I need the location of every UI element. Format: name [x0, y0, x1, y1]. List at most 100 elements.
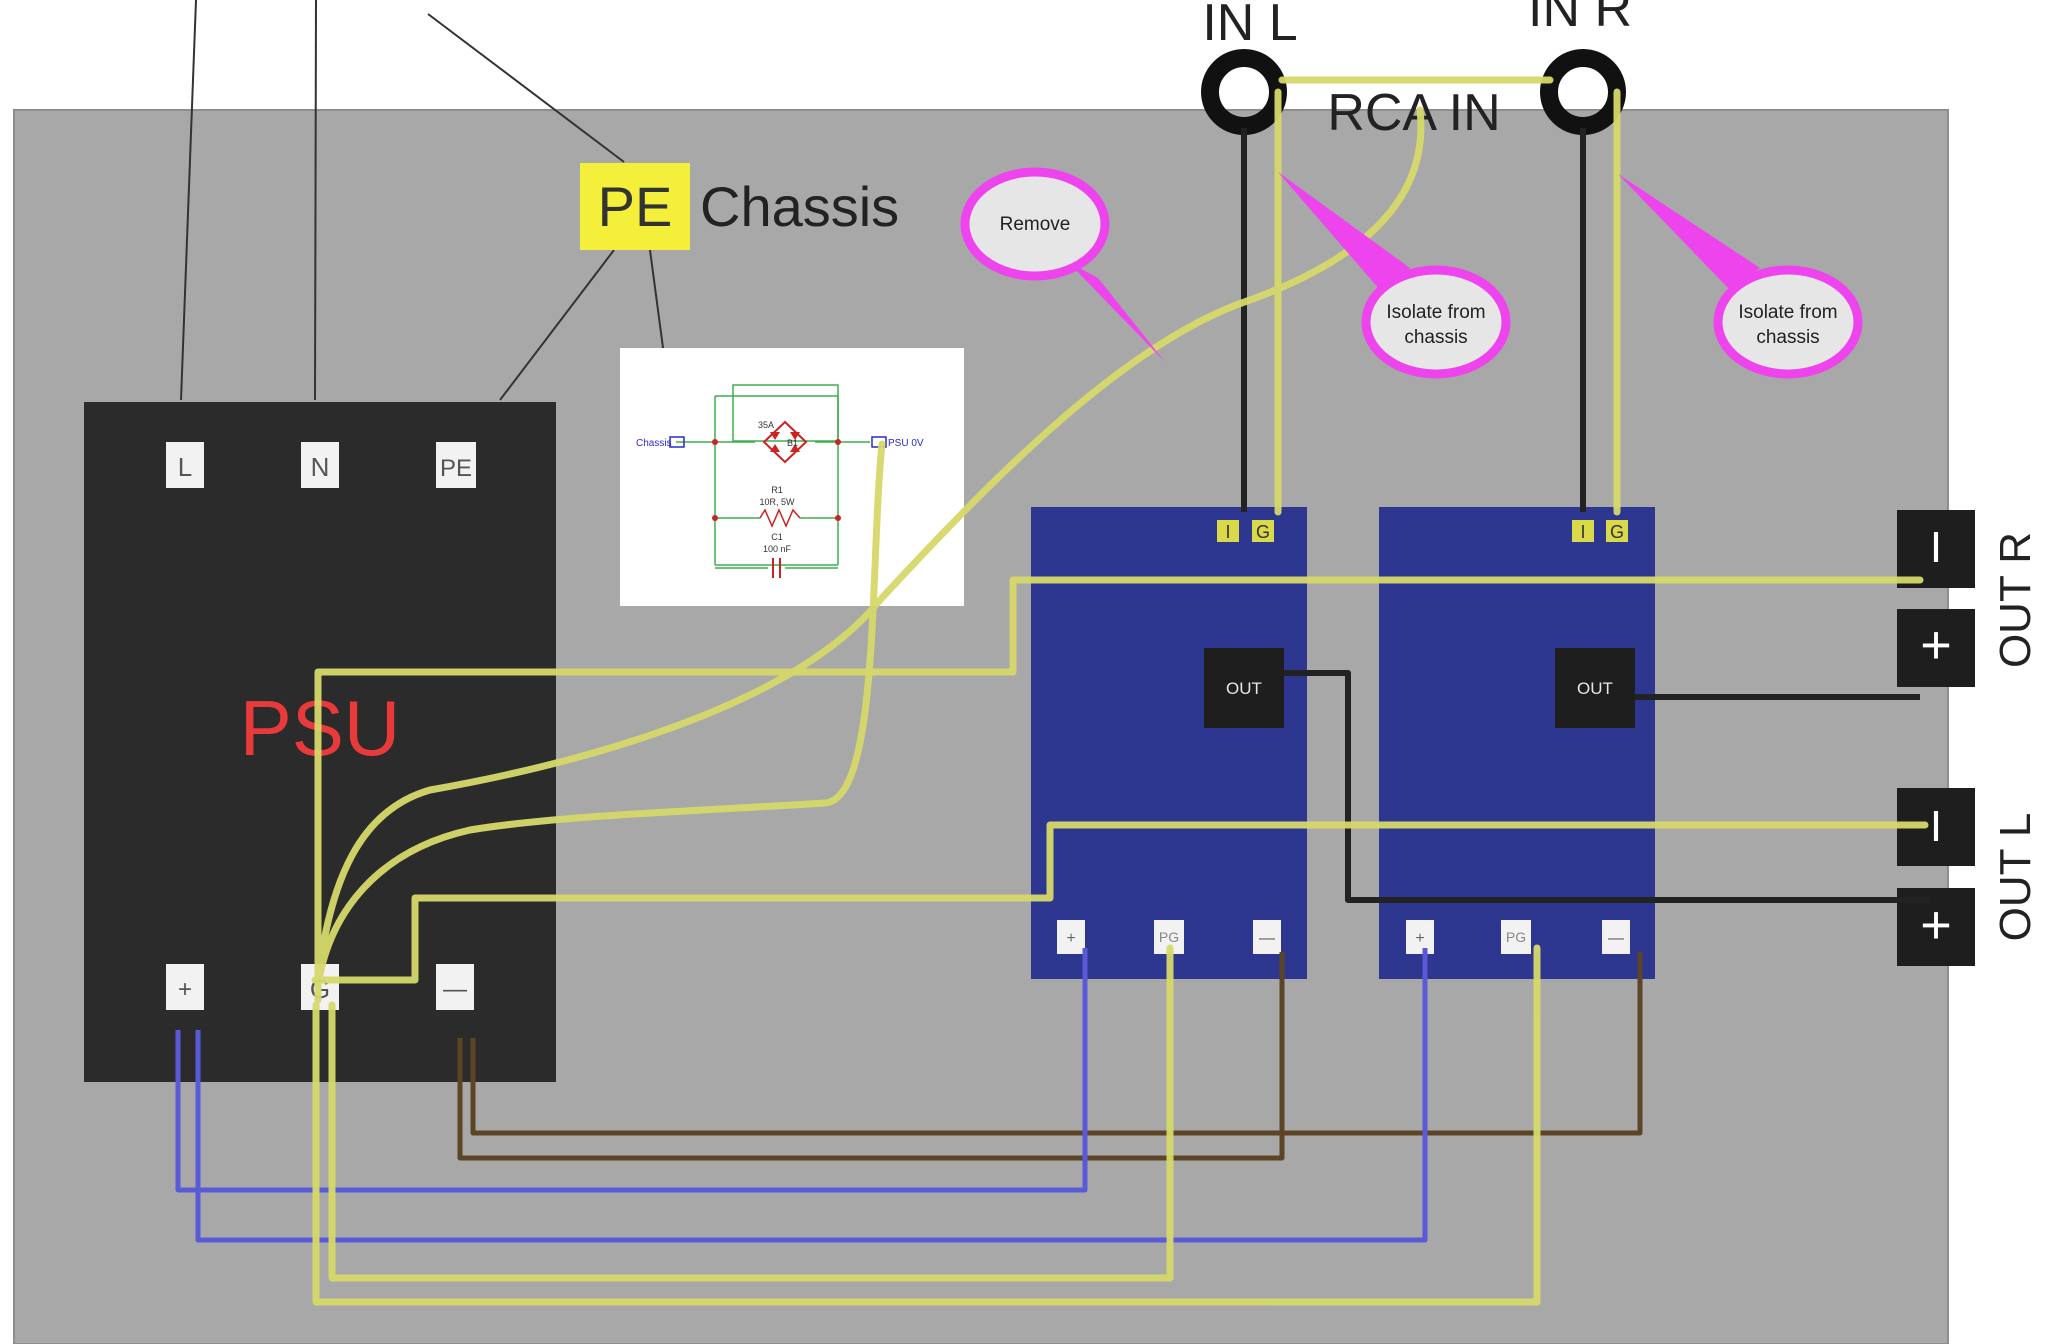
callout-remove-text: Remove — [1000, 214, 1071, 235]
amp-left-in-i — [1217, 520, 1239, 542]
bridge-rectifier-symbol — [762, 420, 808, 464]
schematic-chassis-label: Chassis — [636, 438, 672, 449]
psu-terminal-l-label: L — [178, 452, 192, 482]
rca-jack-right-center — [1569, 78, 1597, 106]
callout-isolate-left-line1: Isolate from — [1386, 302, 1485, 323]
wire-amp-left-out — [1284, 670, 1930, 903]
chassis-text: Chassis — [700, 175, 899, 238]
amp-left-out — [1204, 648, 1284, 728]
schematic-traces — [676, 384, 870, 569]
wire-psu-minus-to-amp-left — [457, 952, 1285, 1161]
amp-right-pin-pg — [1501, 920, 1531, 954]
amp-left-in-i-label: I — [1225, 522, 1230, 542]
chassis-port-symbol — [669, 436, 685, 448]
in-r-label: IN R — [1528, 0, 1632, 38]
psu-terminal-l — [166, 442, 204, 488]
amp-left-pin-plus — [1057, 920, 1085, 954]
psu-terminal-minus — [436, 964, 474, 1010]
schematic-nodes — [712, 439, 841, 521]
out-l-label: OUT L — [1991, 813, 2040, 942]
bridge-diodes — [770, 432, 800, 452]
wire-psu-g-to-out-l — [311, 821, 1929, 984]
amp-right-in-i-label: I — [1580, 522, 1585, 542]
rca-inputs: IN L IN R RCA IN — [1201, 0, 1632, 142]
psu-terminal-pe-label: PE — [440, 455, 472, 482]
amp-right-pin-plus-label: + — [1415, 930, 1424, 947]
amp-right-pin-pg-label: PG — [1506, 929, 1526, 945]
amp-left-body — [1031, 507, 1307, 979]
psu-terminal-n-label: N — [311, 452, 330, 482]
wire-psu-plus-to-amp-left — [175, 948, 1088, 1193]
pe-box-text: PE — [598, 175, 673, 238]
callout-isolate-right-bubble — [1713, 265, 1863, 379]
callout-isolate-right-line2: chassis — [1756, 327, 1819, 348]
amp-left-pin-pg-label: PG — [1159, 929, 1179, 945]
out-r-terminal-plus — [1897, 609, 1975, 687]
wire-psu-g-to-out-r — [314, 576, 1924, 1004]
callout-isolate-left-bubble — [1361, 265, 1511, 379]
schematic-r-value: 10R, 5W — [759, 497, 795, 507]
psu-terminal-pe — [436, 442, 476, 488]
out-l-terminal-plus-label: + — [1920, 895, 1952, 955]
wires-black — [1241, 128, 1930, 903]
schematic-bridge-rating: 35A — [758, 420, 774, 430]
wire-rca-to-psu-ground-removed — [314, 106, 1425, 984]
out-r-terminal-i-label: I — [1930, 523, 1942, 572]
pe-box — [580, 163, 690, 250]
callout-isolate-right-pointer — [1618, 174, 1760, 290]
amp-left-out-label: OUT — [1226, 679, 1262, 698]
amp-right-in-g-label: G — [1610, 522, 1624, 542]
schematic-c-ref: C1 — [771, 532, 783, 542]
callout-isolate-right-line1: Isolate from — [1738, 302, 1837, 323]
amp-left-pin-minus-label: — — [1259, 930, 1275, 947]
schematic-psu0v-label: PSU 0V — [888, 438, 924, 449]
amp-right-out-label: OUT — [1577, 679, 1613, 698]
amp-right-in-i — [1572, 520, 1594, 542]
ground-loop-breaker-schematic: Chassis PSU 0V 35A B1 R1 10R, 5W C1 100 … — [620, 348, 964, 606]
amp-left-pin-plus-label: + — [1066, 930, 1075, 947]
pe-chassis-label: PE Chassis — [580, 163, 899, 250]
wire-psu-g-to-amp-right-pg — [312, 944, 1541, 1306]
callout-isolate-left: Isolate from chassis — [1278, 172, 1511, 379]
wires-blue — [175, 948, 1428, 1243]
wire-psu-g-to-amp-left-pg — [328, 944, 1174, 1282]
in-l-label: IN L — [1202, 0, 1297, 52]
out-r-terminal-plus-label: + — [1920, 615, 1952, 675]
callout-remove-bubble — [960, 167, 1110, 281]
amp-right-out — [1555, 648, 1635, 728]
rca-in-label: RCA IN — [1327, 84, 1500, 142]
wire-schematic-to-psu-ground — [314, 440, 886, 989]
schematic-bridge-ref: B1 — [787, 438, 798, 448]
psu-terminal-plus-label: + — [178, 976, 192, 1003]
callout-isolate-left-pointer — [1278, 172, 1410, 290]
rca-jack-left-center — [1230, 78, 1258, 106]
schematic-r-ref: R1 — [771, 485, 783, 495]
wires-brown — [457, 952, 1643, 1161]
wire-psu-plus-to-amp-right — [195, 948, 1428, 1243]
amp-left-in-g — [1252, 520, 1274, 542]
psu-terminal-minus-label: — — [443, 976, 467, 1003]
out-l-terminal-i-label: I — [1930, 802, 1942, 851]
amp-right-pin-plus — [1406, 920, 1434, 954]
amp-left-pin-minus — [1253, 920, 1281, 954]
psu-terminal-plus — [166, 964, 204, 1010]
out-r-label: OUT R — [1991, 532, 2040, 668]
psu-terminal-n — [301, 442, 339, 488]
callout-remove: Remove — [960, 167, 1165, 362]
resistor-symbol — [759, 508, 801, 528]
wires-yellow — [311, 76, 1929, 1306]
amp-left-in-g-label: G — [1256, 522, 1270, 542]
callout-remove-pointer — [1068, 262, 1165, 362]
out-r-terminal-i — [1897, 510, 1975, 588]
schematic-card — [620, 348, 964, 606]
callout-isolate-right: Isolate from chassis — [1618, 174, 1863, 379]
output-terminals: I + I + OUT R OUT L — [1897, 510, 2040, 966]
amp-module-left: I G OUT + PG — — [1031, 507, 1307, 979]
capacitor-symbol — [772, 558, 781, 578]
amp-right-pin-minus-label: — — [1608, 930, 1624, 947]
amp-right-in-g — [1606, 520, 1628, 542]
wire-psu-minus-to-amp-right — [470, 952, 1643, 1136]
callout-isolate-left-line2: chassis — [1404, 327, 1467, 348]
